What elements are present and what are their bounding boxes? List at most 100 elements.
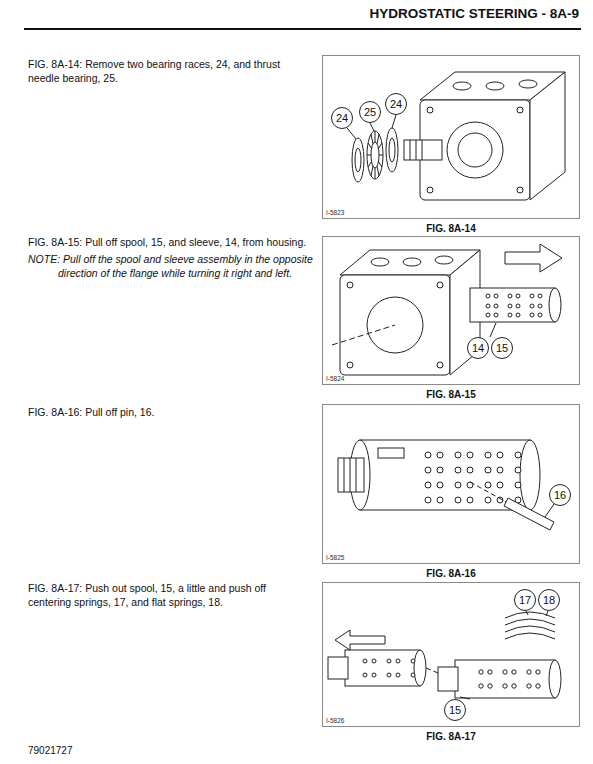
drawing-stroke [505, 244, 562, 272]
drawing-stroke [437, 282, 443, 288]
callout-number: 16 [554, 490, 566, 501]
drawing-stroke [371, 134, 373, 144]
drawing-stroke [526, 611, 528, 615]
callout-number: 15 [496, 343, 508, 354]
figure-caption: FIG. 8A-15 [322, 388, 580, 401]
drawing-stroke [332, 325, 395, 345]
drawing-stroke [438, 667, 458, 691]
drawing-stroke [486, 313, 490, 317]
drawing-stroke [517, 187, 523, 193]
drawing-stroke [372, 673, 376, 677]
drawing-stroke [425, 467, 431, 473]
drawing-stroke [347, 128, 356, 139]
drawing-stroke [367, 131, 383, 179]
drawing-stroke [410, 140, 411, 160]
drawing-stroke [435, 256, 453, 264]
drawing-stroke [497, 482, 503, 488]
figure-frame: I-5825 16 [322, 404, 580, 564]
figure-frame: I-5823242524 [322, 55, 580, 219]
drawing-stroke [515, 467, 521, 473]
drawing-stroke [503, 670, 507, 674]
drawing-stroke [505, 626, 555, 632]
drawing-stroke [437, 452, 443, 458]
drawing-stroke [404, 140, 442, 160]
drawing-stroke [515, 482, 521, 488]
drawing-stroke [503, 684, 507, 688]
drawing-stroke [363, 659, 367, 663]
figure-text: FIG. 8A-14: Remove two bearing races, 24… [28, 58, 310, 86]
figure-caption: FIG. 8A-17 [322, 730, 580, 743]
drawing-stroke [371, 142, 379, 168]
drawing-stroke [497, 467, 503, 473]
callout-circle: 17 [514, 589, 536, 611]
image-id: I-5823 [326, 209, 344, 216]
drawing-stroke [344, 458, 345, 492]
image-id: I-5825 [326, 554, 344, 561]
drawing-stroke [368, 162, 371, 168]
drawing-stroke [367, 155, 371, 156]
drawing-stroke [422, 140, 423, 160]
drawing-stroke [485, 467, 491, 473]
drawing-stroke [347, 362, 353, 368]
callout-number: 24 [390, 99, 402, 110]
drawing-stroke [488, 684, 492, 688]
drawing-stroke [536, 670, 540, 674]
drawing-stroke [378, 448, 404, 458]
drawing-stroke [372, 659, 376, 663]
drawing-stroke [367, 131, 383, 179]
drawing-stroke [437, 497, 443, 503]
image-id: I-5824 [326, 375, 344, 382]
drawing-stroke [368, 143, 371, 149]
drawing-stroke [455, 452, 461, 458]
drawing-stroke [363, 673, 367, 677]
drawing-stroke [425, 452, 521, 503]
drawing-stroke [536, 684, 540, 688]
drawing-stroke [494, 294, 498, 298]
drawing-stroke [347, 282, 353, 288]
drawing-stroke [508, 313, 512, 317]
figure-text: FIG. 8A-15: Pull off spool, 15, and slee… [28, 236, 310, 250]
drawing-stroke [527, 670, 531, 674]
drawing-stroke [538, 304, 542, 308]
drawing-stroke [375, 131, 376, 142]
drawing-stroke [505, 619, 555, 625]
drawing-stroke [486, 304, 490, 308]
drawing-stroke [505, 633, 555, 639]
figure-text: FIG. 8A-16: Pull off pin, 16. [28, 406, 310, 420]
drawing-stroke [470, 482, 508, 503]
drawing-stroke [488, 670, 492, 674]
drawing-stroke [371, 166, 373, 176]
drawing-stroke [486, 294, 542, 317]
drawing-stroke [479, 684, 483, 688]
drawing-stroke [455, 497, 461, 503]
drawing-stroke [377, 134, 379, 144]
drawing-stroke [530, 304, 534, 308]
drawing-stroke [538, 294, 542, 298]
drawing-stroke [549, 288, 561, 322]
drawing-stroke [504, 498, 554, 530]
callout-number: 25 [364, 107, 376, 118]
callout-number: 14 [472, 343, 484, 354]
drawing-stroke [379, 155, 383, 156]
drawing-stroke [516, 313, 520, 317]
drawing-stroke [460, 697, 470, 699]
drawing-stroke [485, 452, 491, 458]
drawing-stroke [453, 82, 471, 90]
callout-circle: 15 [491, 337, 513, 359]
note-text: NOTE: Pull off the spool and sleeve asse… [28, 253, 340, 281]
drawing-stroke [485, 497, 491, 503]
callout-circle: 16 [549, 484, 571, 506]
image-id: I-5826 [326, 717, 344, 724]
drawing-stroke [370, 123, 374, 131]
drawing-stroke [371, 258, 389, 266]
drawing-stroke [363, 659, 540, 688]
drawing-stroke [427, 187, 433, 193]
drawing-stroke [360, 440, 530, 510]
drawing-stroke [338, 458, 364, 492]
page-title: HYDROSTATIC STEERING - 8A-9 [369, 6, 579, 21]
drawing-stroke [345, 650, 420, 686]
drawing-stroke [386, 128, 398, 172]
drawing-stroke [414, 650, 426, 686]
drawing-stroke [377, 166, 379, 176]
